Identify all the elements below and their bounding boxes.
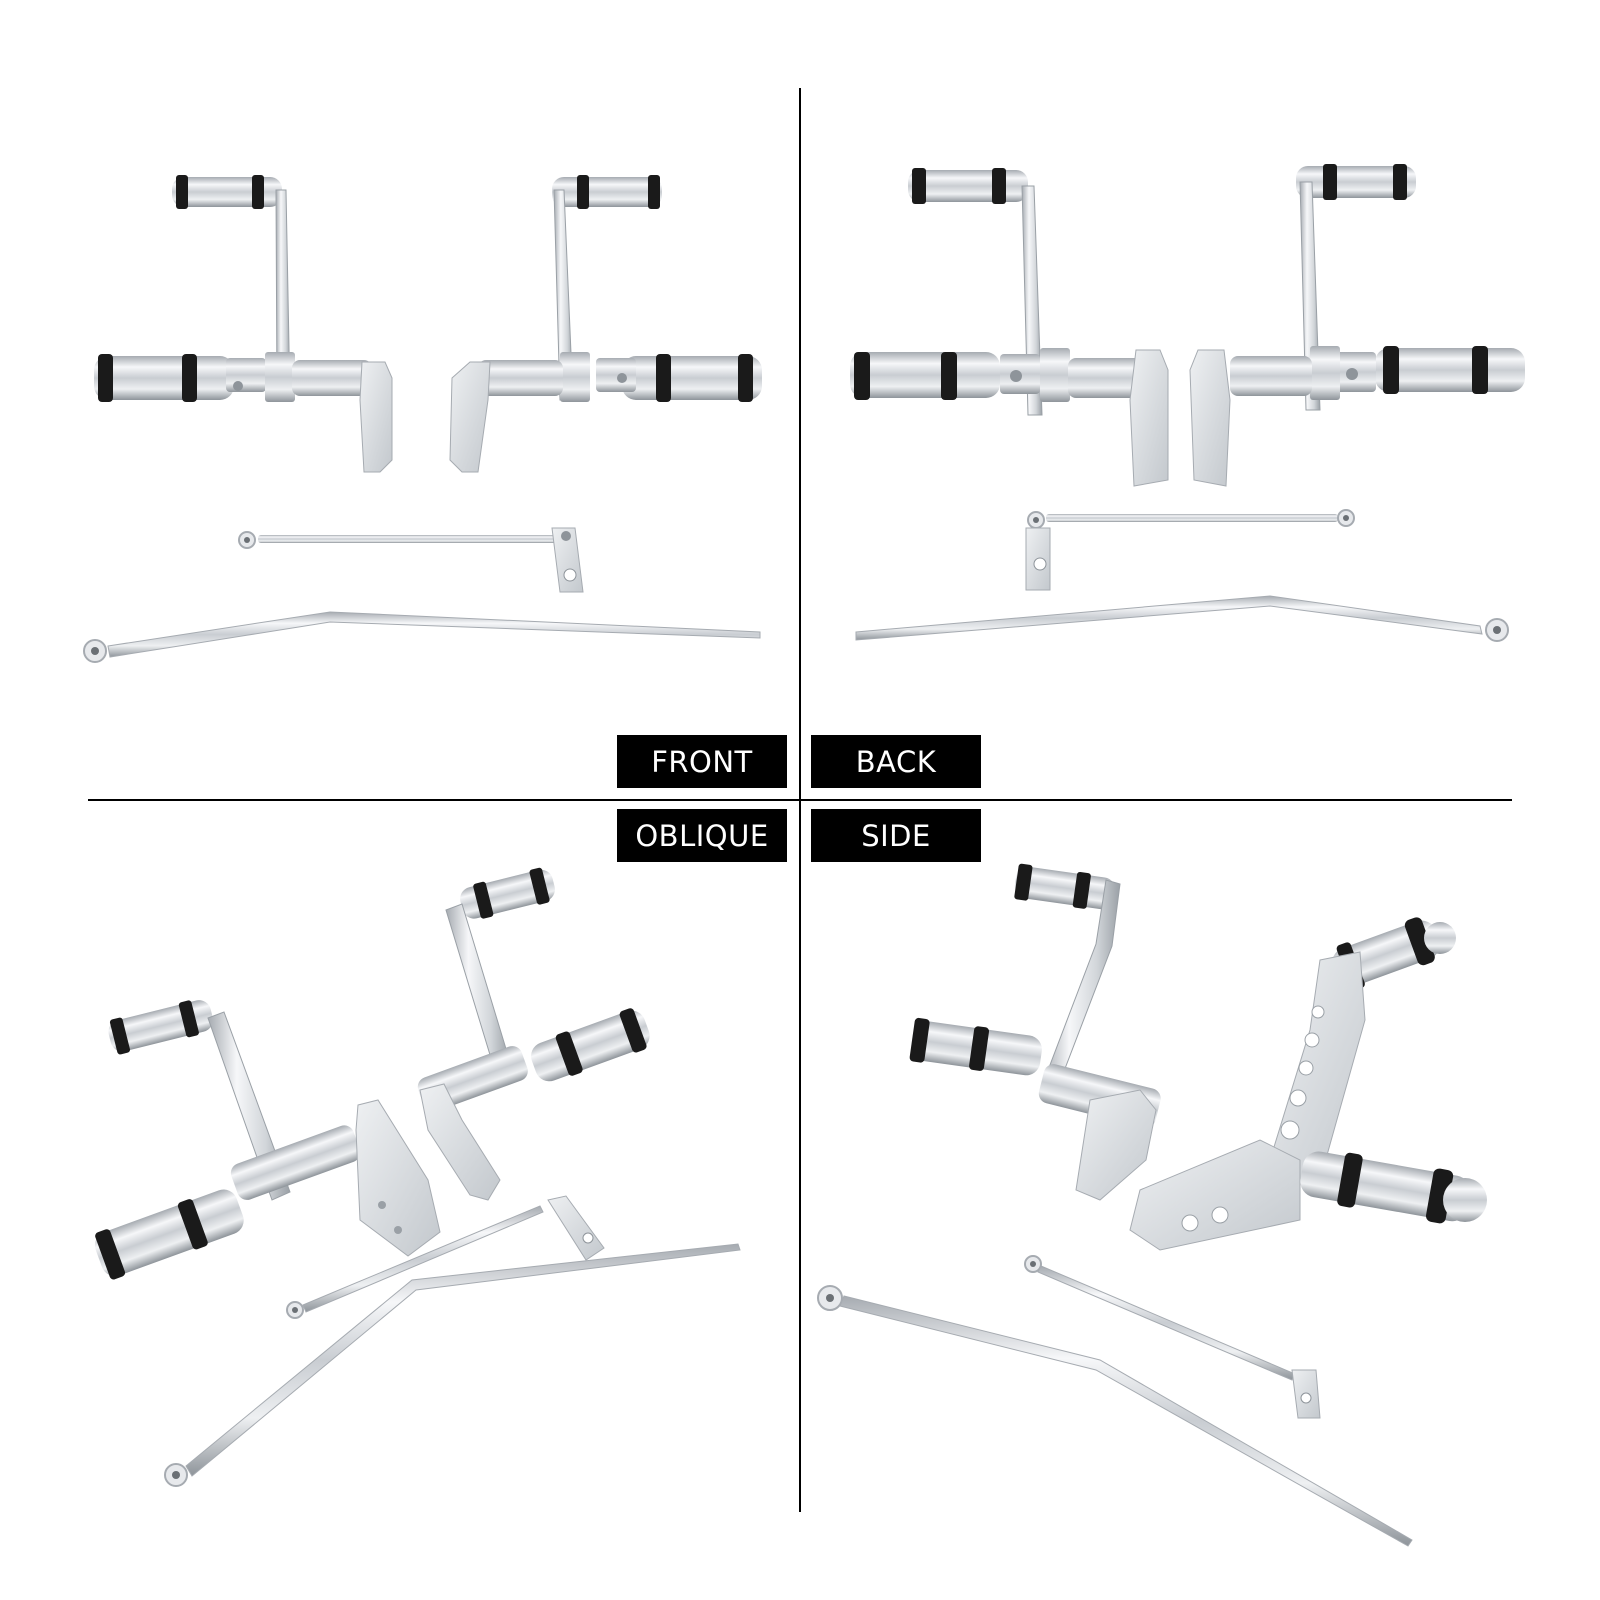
- right-control-assembly: [417, 867, 650, 1201]
- long-shift-rod: [817, 1285, 1413, 1547]
- rear-control-assembly: [909, 863, 1161, 1201]
- left-control-assembly: [850, 168, 1169, 487]
- long-shift-rod: [164, 1243, 741, 1487]
- right-control-assembly: [449, 175, 762, 473]
- left-control-assembly: [94, 175, 393, 473]
- long-shift-rod: [83, 611, 761, 663]
- side-view-label: SIDE: [811, 809, 981, 862]
- back-view-image: [800, 0, 1600, 800]
- horizontal-divider: [88, 799, 1512, 801]
- front-view-label: FRONT: [617, 735, 787, 788]
- short-linkage-rod: [238, 527, 584, 593]
- front-control-assembly: [1129, 917, 1487, 1251]
- short-linkage-rod: [1024, 1255, 1321, 1419]
- oblique-view-image: [0, 800, 800, 1600]
- front-view-image: [0, 0, 800, 800]
- short-linkage-rod: [1025, 509, 1355, 591]
- side-view-image: [800, 800, 1600, 1600]
- back-view-label: BACK: [811, 735, 981, 788]
- long-shift-rod: [855, 595, 1509, 642]
- oblique-view-label: OBLIQUE: [617, 809, 787, 862]
- short-linkage-rod: [286, 1195, 605, 1319]
- left-control-assembly: [94, 1000, 441, 1280]
- right-control-assembly: [1189, 164, 1525, 487]
